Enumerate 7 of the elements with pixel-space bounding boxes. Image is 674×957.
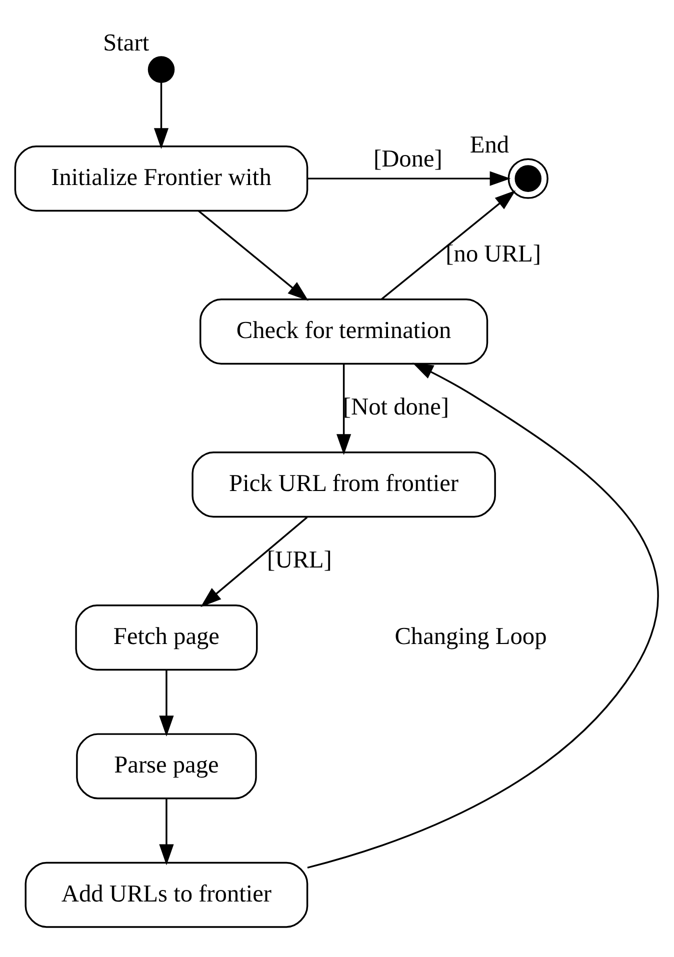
label: Changing Loop [394,622,547,650]
node-label: Start [103,28,150,56]
node-label: End [470,130,510,158]
edge-label: [no URL] [446,240,541,267]
edge-label: [Done] [374,145,442,172]
edge-label: [Not done] [342,392,450,420]
edge-label: [URL] [267,546,332,573]
